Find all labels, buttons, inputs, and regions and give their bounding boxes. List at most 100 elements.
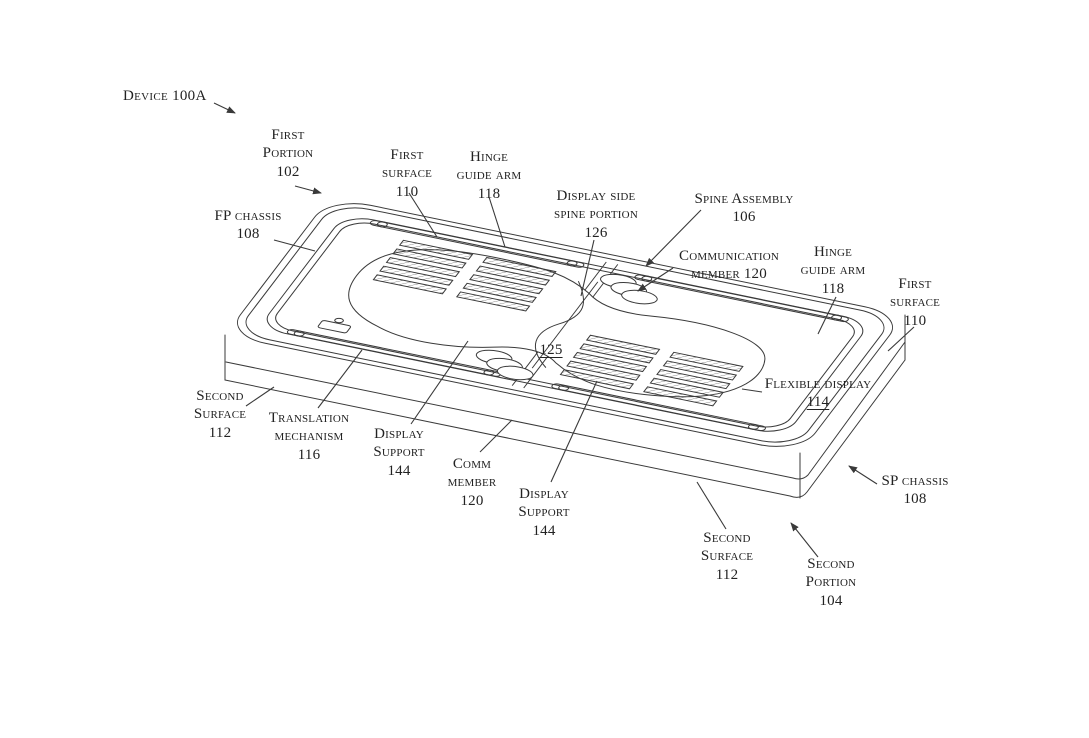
label-line: FP chassis: [214, 208, 282, 224]
label-line: surface: [889, 294, 941, 311]
label-line: First: [390, 147, 424, 163]
label-second-portion: Second Portion 104: [806, 555, 857, 610]
label-line: Support: [373, 444, 425, 461]
label-hinge-guide-arm-left: Hinge guide arm 118: [457, 148, 522, 203]
label-line: 144: [387, 462, 411, 479]
label-line: 144: [532, 522, 556, 539]
leader-first-surface-left: [408, 192, 438, 238]
label-line: Communication: [679, 248, 779, 264]
display-centerline: [532, 282, 598, 368]
label-line: Device 100A: [123, 88, 207, 104]
label-second-surface-bottom: Second Surface 112: [701, 529, 753, 584]
label-line: 118: [821, 280, 845, 297]
label-display-support-left: Display Support 144: [373, 425, 424, 480]
leader-first-surface-right: [887, 326, 915, 352]
leader-lines: [213, 102, 915, 558]
label-line: 118: [477, 185, 501, 202]
leader-hinge-guide-arm-left: [488, 196, 506, 248]
label-sp-chassis: SP chassis 108: [881, 472, 948, 509]
communication-member-discs-bottom: [465, 348, 545, 383]
chassis-top-face: [225, 197, 905, 453]
label-fp-chassis: FP chassis 108: [214, 207, 281, 244]
label-line: 106: [732, 209, 756, 226]
label-line: SP chassis: [881, 473, 949, 489]
label-device: Device 100A: [123, 88, 207, 105]
label-line: Hinge: [813, 244, 853, 260]
label-line: Surface: [193, 406, 247, 423]
leader-communication-member: [637, 267, 674, 292]
label-line: 108: [236, 226, 260, 243]
chassis-outer-rim-inner-line: [235, 202, 894, 447]
label-line: Second: [703, 530, 751, 546]
label-line: Portion: [805, 574, 857, 591]
label-line: Surface: [700, 548, 754, 565]
leader-display-support-right: [550, 380, 598, 483]
label-line: Portion: [262, 145, 314, 162]
leader-display-support-left: [410, 340, 469, 425]
label-flexible-display: Flexible display 114: [765, 375, 872, 412]
leader-device: [213, 102, 236, 114]
leader-display-side-spine: [580, 239, 595, 297]
leader-fp-chassis: [273, 239, 316, 252]
label-line: Flexible display: [764, 376, 872, 392]
leader-first-portion: [294, 185, 322, 195]
label-line: guide arm: [800, 262, 866, 279]
label-display-support-right: Display Support 144: [518, 485, 569, 540]
label-line: Display: [374, 426, 424, 442]
translation-mechanism-detail: [317, 316, 355, 334]
label-line: member: [447, 474, 497, 491]
display-support-right-slats: [561, 335, 743, 406]
label-line: 120: [460, 492, 484, 509]
leader-hinge-guide-arm-right: [817, 296, 837, 335]
display-spine-crease: [517, 281, 607, 367]
label-comm-member: Comm member 120: [448, 455, 497, 510]
label-line: First: [898, 276, 932, 292]
label-hinge-guide-arm-right: Hinge guide arm 118: [801, 243, 866, 298]
leader-spine-assembly: [645, 209, 702, 267]
label-line: member 120: [691, 266, 767, 283]
label-second-surface-left: Second Surface 112: [194, 387, 246, 442]
leader-sp-chassis: [848, 465, 878, 485]
label-line: mechanism: [274, 428, 344, 445]
label-spine-assembly: Spine Assembly 106: [695, 190, 794, 227]
label-line: First: [271, 127, 305, 143]
leader-second-surface-bottom: [696, 481, 727, 530]
label-line: 114: [806, 394, 830, 411]
label-line: spine portion: [554, 206, 638, 223]
leader-second-portion: [790, 522, 819, 558]
label-communication-member: Communication member 120: [679, 247, 779, 284]
leader-second-surface-left: [245, 386, 275, 407]
label-line: 104: [819, 592, 843, 609]
label-line: 110: [903, 312, 927, 329]
label-line: 102: [276, 163, 300, 180]
label-translation-mechanism: Translation mechanism 116: [269, 409, 349, 464]
label-line: Second: [196, 388, 244, 404]
display-support-left-slats: [373, 240, 555, 311]
label-line: 108: [903, 491, 927, 508]
label-line: Second: [807, 556, 855, 572]
label-line: Spine Assembly: [694, 191, 794, 207]
label-line: 126: [584, 224, 608, 241]
leader-comm-member: [479, 419, 513, 453]
leader-translation-mechanism: [317, 349, 363, 409]
label-line: 112: [208, 424, 232, 441]
label-line: 116: [297, 446, 321, 463]
label-first-portion: First Portion 102: [263, 126, 314, 181]
label-line: Comm: [452, 456, 492, 472]
label-line: Hinge: [469, 149, 509, 165]
communication-member-discs-top: [589, 272, 669, 307]
label-line: Display side: [556, 188, 636, 204]
label-line: Support: [518, 504, 570, 521]
chassis-inner-rim: [258, 214, 871, 436]
label-line: 110: [395, 183, 419, 200]
label-display-side-spine-portion: Display side spine portion 126: [554, 187, 638, 242]
leader-flexible-display: [741, 388, 763, 393]
label-line: surface: [381, 165, 433, 182]
label-line: guide arm: [456, 167, 522, 184]
label-display-center-ref: 125: [539, 342, 563, 358]
label-line: 112: [715, 566, 739, 583]
chassis-side-walls: [224, 314, 906, 499]
chassis-outer-rim: [225, 197, 905, 453]
